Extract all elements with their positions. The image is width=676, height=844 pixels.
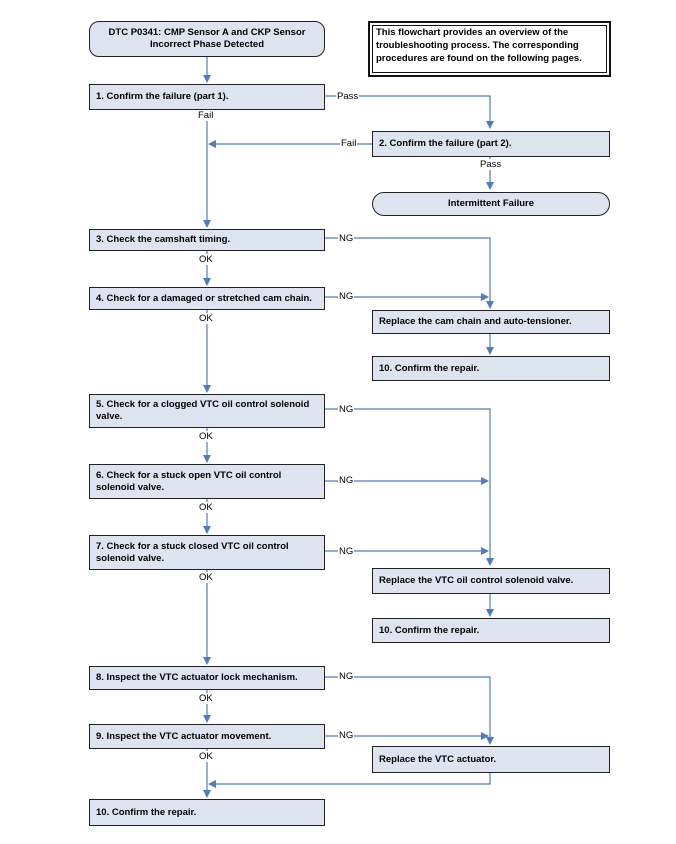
step-2-box: 2. Confirm the failure (part 2). [372,131,610,157]
step-2-text: 2. Confirm the failure (part 2). [379,138,512,149]
confirm-repair-a-text: 10. Confirm the repair. [379,362,480,374]
intermittent-failure-box: Intermittent Failure [372,192,610,216]
ok-label-9: OK [198,751,214,762]
step-5-box: 5. Check for a clogged VTC oil control s… [89,394,325,428]
step-6-box: 6. Check for a stuck open VTC oil contro… [89,464,325,499]
confirm-repair-a-box: 10. Confirm the repair. [372,356,610,381]
ok-label-4: OK [198,313,214,324]
step-4-text: 4. Check for a damaged or stretched cam … [96,292,312,304]
step-4-box: 4. Check for a damaged or stretched cam … [89,287,325,310]
connector-s3-ng [325,237,494,309]
step-9-box: 9. Inspect the VTC actuator movement. [89,724,325,749]
step-9-text: 9. Inspect the VTC actuator movement. [96,730,272,742]
pass-label-1: Pass [336,91,360,102]
replace-vtc-valve-text: Replace the VTC oil control solenoid val… [379,575,574,586]
ng-label-7: NG [338,546,355,557]
ng-label-4: NG [338,291,355,302]
connector-s1-pass [325,95,494,129]
start-box: DTC P0341: CMP Sensor A and CKP Sensor I… [89,21,325,57]
note-inner-border [372,25,607,73]
intermittent-failure-text: Intermittent Failure [447,198,535,209]
step-3-text: 3. Check the camshaft timing. [96,234,231,245]
note-text: This flowchart provides an overview of t… [376,27,582,64]
step-10-box: 10. Confirm the repair. [89,799,325,826]
step-6-text: 6. Check for a stuck open VTC oil contro… [96,469,282,493]
ng-label-8: NG [338,671,355,682]
ok-label-3: OK [198,254,214,265]
connector-s5-ng [325,408,494,566]
step-3-box: 3. Check the camshaft timing. [89,229,325,251]
confirm-repair-b-box: 10. Confirm the repair. [372,618,610,643]
ok-label-5: OK [198,431,214,442]
overview-note: This flowchart provides an overview of t… [368,21,611,77]
step-7-box: 7. Check for a stuck closed VTC oil cont… [89,535,325,570]
step-8-text: 8. Inspect the VTC actuator lock mechani… [96,672,298,683]
ok-label-8: OK [198,693,214,704]
step-5-text: 5. Check for a clogged VTC oil control s… [96,399,310,422]
ok-label-7: OK [198,572,214,583]
replace-vtc-actuator-text: Replace the VTC actuator. [379,753,497,765]
step-8-box: 8. Inspect the VTC actuator lock mechani… [89,666,325,690]
replace-vtc-actuator-box: Replace the VTC actuator. [372,746,610,773]
step-10-text: 10. Confirm the repair. [96,806,197,818]
ng-label-6: NG [338,475,355,486]
ok-label-6: OK [198,502,214,513]
replace-vtc-valve-box: Replace the VTC oil control solenoid val… [372,568,610,594]
step-1-box: 1. Confirm the failure (part 1). [89,84,325,110]
replace-cam-chain-box: Replace the cam chain and auto-tensioner… [372,310,610,334]
connector-s8-ng [325,676,494,745]
step-7-text: 7. Check for a stuck closed VTC oil cont… [96,540,289,564]
replace-cam-chain-text: Replace the cam chain and auto-tensioner… [379,316,572,327]
start-box-text: DTC P0341: CMP Sensor A and CKP Sensor I… [108,27,306,50]
ng-label-5: NG [338,404,355,415]
connector-actuator-return [208,773,491,788]
fail-label-1: Fail [197,110,215,121]
ng-label-3: NG [338,233,355,244]
pass-label-2: Pass [479,159,503,170]
step-1-text: 1. Confirm the failure (part 1). [96,91,229,102]
confirm-repair-b-text: 10. Confirm the repair. [379,624,480,636]
ng-label-9: NG [338,730,355,741]
fail-label-2: Fail [340,138,358,149]
